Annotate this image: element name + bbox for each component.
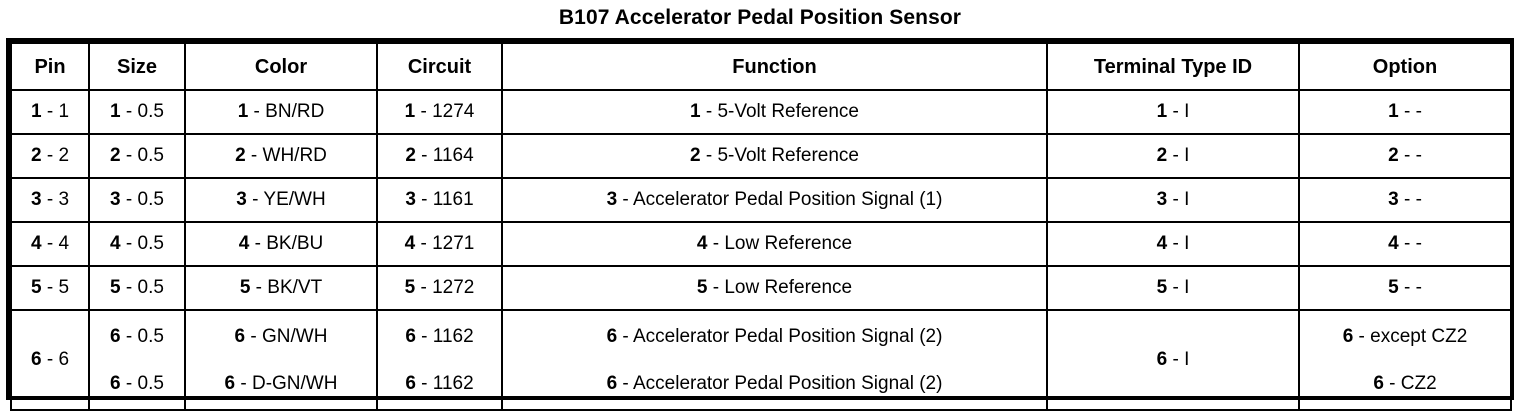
pinout-table-container: Pin Size Color Circuit Function Terminal… [6,38,1514,411]
cell-option: 6 - except CZ2 6 - CZ2 [1298,309,1512,411]
column-header-color: Color [184,42,378,91]
cell-terminal-type-id: 5 - I [1046,265,1300,311]
pinout-table-body: 1 - 1 1 - 0.5 1 - BN/RD 1 - 1274 1 - 5-V… [10,89,1512,411]
cell-pin: 2 - 2 [10,133,90,179]
cell-color: 2 - WH/RD [184,133,378,179]
cell-terminal-type-id: 1 - I [1046,89,1300,135]
cell-color: 1 - BN/RD [184,89,378,135]
cell-size: 6 - 0.5 6 - 0.5 [88,309,186,411]
cell-option: 5 - - [1298,265,1512,311]
cell-function: 1 - 5-Volt Reference [501,89,1048,135]
cell-color-variant: 6 - D-GN/WH [224,373,338,394]
table-row: 4 - 4 4 - 0.5 4 - BK/BU 4 - 1271 4 - Low… [10,221,1512,267]
cell-pin: 1 - 1 [10,89,90,135]
cell-color: 6 - GN/WH 6 - D-GN/WH [184,309,378,411]
cell-function-variant: 6 - Accelerator Pedal Position Signal (2… [606,373,943,394]
cell-function: 5 - Low Reference [501,265,1048,311]
cell-function: 4 - Low Reference [501,221,1048,267]
cell-function: 2 - 5-Volt Reference [501,133,1048,179]
cell-circuit-variant: 6 - 1162 [405,373,474,394]
cell-pin: 4 - 4 [10,221,90,267]
cell-size: 5 - 0.5 [88,265,186,311]
cell-size: 1 - 0.5 [88,89,186,135]
column-header-circuit: Circuit [376,42,503,91]
cell-circuit: 2 - 1164 [376,133,503,179]
table-row: 5 - 5 5 - 0.5 5 - BK/VT 5 - 1272 5 - Low… [10,265,1512,311]
cell-size: 2 - 0.5 [88,133,186,179]
cell-pin: 5 - 5 [10,265,90,311]
cell-pin: 3 - 3 [10,177,90,223]
cell-circuit: 5 - 1272 [376,265,503,311]
column-header-terminal-type-id: Terminal Type ID [1046,42,1300,91]
table-row: 6 - 6 6 - 0.5 6 - 0.5 6 - GN/WH 6 - D-GN… [10,309,1512,411]
cell-color-variant: 6 - GN/WH [234,326,328,347]
cell-option: 4 - - [1298,221,1512,267]
column-header-size: Size [88,42,186,91]
cell-size: 3 - 0.5 [88,177,186,223]
column-header-pin: Pin [10,42,90,91]
page-title: B107 Accelerator Pedal Position Sensor [558,6,962,29]
cell-circuit: 6 - 1162 6 - 1162 [376,309,503,411]
column-header-option: Option [1298,42,1512,91]
cell-option: 3 - - [1298,177,1512,223]
cell-circuit: 1 - 1274 [376,89,503,135]
cell-circuit: 3 - 1161 [376,177,503,223]
cell-option-variant: 6 - except CZ2 [1342,326,1468,347]
cell-terminal-type-id: 4 - I [1046,221,1300,267]
cell-size: 4 - 0.5 [88,221,186,267]
cell-color: 3 - YE/WH [184,177,378,223]
pinout-table: Pin Size Color Circuit Function Terminal… [10,42,1512,411]
cell-terminal-type-id: 3 - I [1046,177,1300,223]
column-header-function: Function [501,42,1048,91]
cell-color: 4 - BK/BU [184,221,378,267]
table-header-row: Pin Size Color Circuit Function Terminal… [10,42,1512,91]
cell-color: 5 - BK/VT [184,265,378,311]
cell-terminal-type-id: 2 - I [1046,133,1300,179]
cell-function: 6 - Accelerator Pedal Position Signal (2… [501,309,1048,411]
cell-option: 2 - - [1298,133,1512,179]
cell-circuit: 4 - 1271 [376,221,503,267]
cell-circuit-variant: 6 - 1162 [405,326,474,347]
cell-option: 1 - - [1298,89,1512,135]
table-row: 1 - 1 1 - 0.5 1 - BN/RD 1 - 1274 1 - 5-V… [10,89,1512,135]
cell-function-variant: 6 - Accelerator Pedal Position Signal (2… [606,326,943,347]
cell-size-variant: 6 - 0.5 [110,373,164,394]
cell-pin: 6 - 6 [10,309,90,411]
cell-function: 3 - Accelerator Pedal Position Signal (1… [501,177,1048,223]
table-row: 2 - 2 2 - 0.5 2 - WH/RD 2 - 1164 2 - 5-V… [10,133,1512,179]
table-row: 3 - 3 3 - 0.5 3 - YE/WH 3 - 1161 3 - Acc… [10,177,1512,223]
cell-size-variant: 6 - 0.5 [110,326,164,347]
cell-terminal-type-id: 6 - I [1046,309,1300,411]
cell-option-variant: 6 - CZ2 [1373,373,1437,394]
